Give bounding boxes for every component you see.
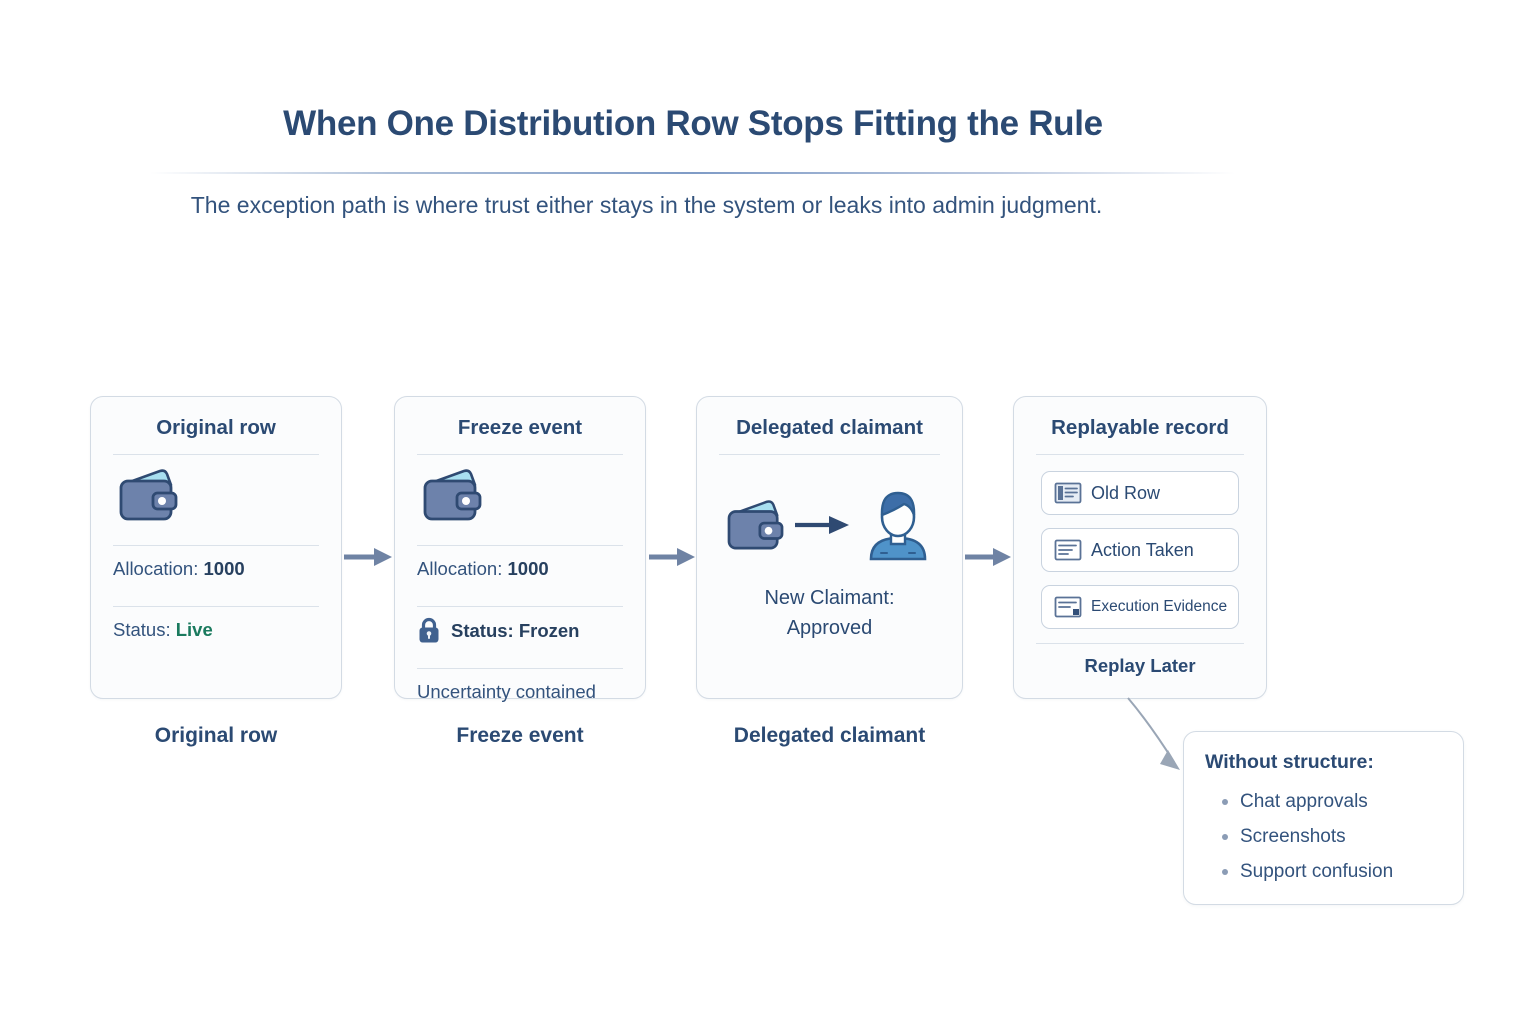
list-item: Support confusion [1222,854,1463,889]
stage-caption-original-row: Original row [154,724,278,747]
transfer-arrow-icon [794,516,849,534]
card-title: Replayable record [1051,416,1229,439]
allocation-value: 1000 [507,558,549,579]
pill-label: Old Row [1091,482,1161,503]
lock-icon [419,617,439,643]
list-item: Chat approvals [1222,784,1463,819]
status-row: Status: Live [91,607,341,653]
title-divider [150,172,1235,174]
card-freeze-event[interactable]: Freeze event Allocation: 1000 Status: Fr… [394,396,646,702]
divider [113,606,319,607]
card-replayable-record[interactable]: Replayable record Old Row Action Taken [1013,396,1267,699]
wallet-icon [91,455,341,531]
document-filled-icon [1054,482,1082,504]
allocation-value: 1000 [203,558,245,579]
connector-arrow-2 [649,548,695,566]
card-delegated-claimant[interactable]: Delegated claimant New Claimant: Approve… [696,396,963,699]
new-claimant-value: Approved [786,617,873,639]
card-title: Original row [156,416,276,439]
uncertainty-note: Uncertainty contained [417,681,596,702]
pill-old-row[interactable]: Old Row [1041,471,1239,515]
divider [417,454,623,455]
wallet-icon [727,500,783,550]
card-title: Delegated claimant [736,416,923,439]
list-item: Screenshots [1222,819,1463,854]
replay-later-label: Replay Later [1084,655,1196,676]
without-structure-callout: Without structure: Chat approvals Screen… [1183,731,1464,905]
divider [113,454,319,455]
allocation-row: Allocation: 1000 [395,546,645,592]
pill-execution-evidence[interactable]: Execution Evidence [1041,585,1239,629]
callout-list: Chat approvals Screenshots Support confu… [1184,784,1463,889]
allocation-label: Allocation: [417,558,503,579]
divider [1036,454,1244,455]
pill-label: Execution Evidence [1091,598,1228,615]
pill-action-taken[interactable]: Action Taken [1041,528,1239,572]
allocation-label: Allocation: [113,558,199,579]
allocation-row: Allocation: 1000 [91,546,341,592]
stage-caption-delegated-claimant: Delegated claimant [733,724,926,747]
new-claimant-label: New Claimant: [764,587,895,609]
divider [417,606,623,607]
divider [417,668,623,669]
person-icon [869,491,926,561]
page-subtitle: The exception path is where trust either… [190,192,1103,218]
card-original-row[interactable]: Original row Allocation: 1000 Status: Li… [90,396,342,699]
new-claimant-status: New Claimant: Approved [697,561,962,643]
divider [113,545,319,546]
page-title: When One Distribution Row Stops Fitting … [283,104,1103,143]
status-label: Status: [113,619,171,640]
wallet-to-person-illustration [697,455,962,561]
connector-arrow-1 [344,548,392,566]
callout-connector-arrow [1127,697,1180,770]
document-lines-icon [1054,539,1082,561]
pill-label: Action Taken [1091,539,1194,560]
stage-caption-freeze-event: Freeze event [456,724,584,747]
status-row: Status: Frozen [395,607,645,654]
wallet-icon [395,455,645,531]
status-badge: Live [175,619,213,640]
callout-title: Without structure: [1205,751,1374,773]
divider [417,545,623,546]
divider [719,454,940,455]
status-value: Status: Frozen [451,619,580,641]
card-title: Freeze event [457,416,583,439]
document-corner-icon [1054,596,1082,618]
connector-arrow-3 [965,548,1011,566]
divider [1036,643,1244,644]
